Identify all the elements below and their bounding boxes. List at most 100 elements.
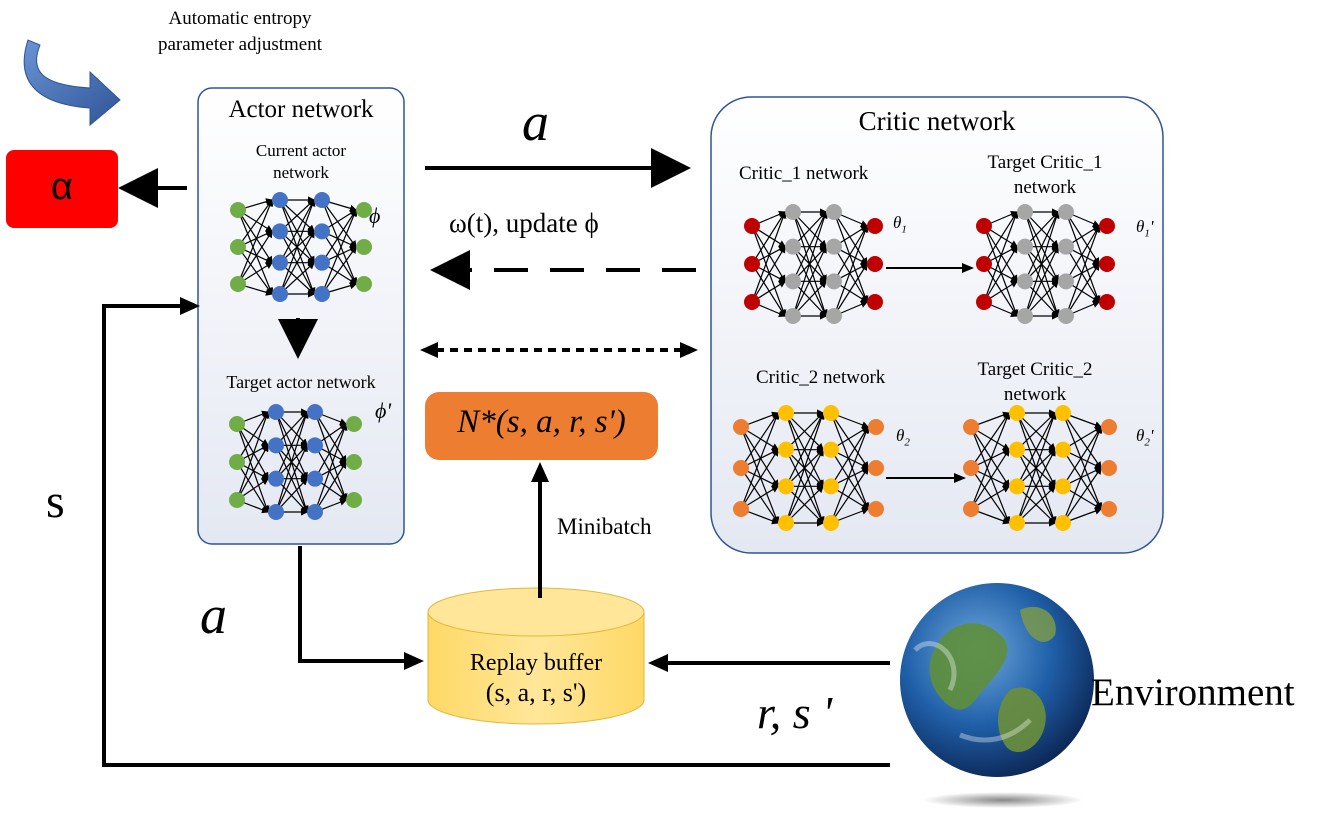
net-node xyxy=(744,294,760,310)
net-connection xyxy=(785,485,824,524)
net-connection xyxy=(792,210,827,282)
minibatch-box xyxy=(425,392,658,460)
net-node xyxy=(1099,218,1115,234)
critic2-label: Critic_2 network xyxy=(756,367,886,388)
entropy-curved-arrow-icon xyxy=(23,39,121,127)
current-actor-label-line2: network xyxy=(273,163,329,182)
net-connection xyxy=(314,422,347,479)
net-node xyxy=(314,254,330,271)
net-node xyxy=(346,492,362,508)
net-connection xyxy=(1065,211,1100,266)
net-node xyxy=(314,192,330,208)
net-connection xyxy=(1016,485,1056,524)
net-node xyxy=(1055,441,1071,458)
net-connection xyxy=(321,199,357,248)
net-node xyxy=(826,204,842,220)
action-to-buffer-line xyxy=(298,546,410,663)
net-connection xyxy=(275,410,308,479)
critic1-param: θ1 xyxy=(893,213,907,235)
net-node xyxy=(744,256,760,272)
net-node xyxy=(230,202,246,218)
target-critic1-param-sub: 1 xyxy=(1144,227,1150,240)
target-critic1-label-line1: Target Critic_1 xyxy=(987,152,1103,173)
net-connection xyxy=(792,210,828,317)
net-node xyxy=(1099,256,1115,272)
net-node xyxy=(826,238,842,255)
critic-title: Critic network xyxy=(858,106,1016,136)
net-connection xyxy=(751,245,786,303)
net-connection xyxy=(1062,467,1102,524)
net-connection xyxy=(751,225,786,283)
net-connection xyxy=(314,411,348,502)
net-node xyxy=(346,454,362,470)
net-node xyxy=(1101,501,1117,517)
environment-label: Environment xyxy=(1091,671,1295,714)
target-critic1-param: θ1' xyxy=(1136,217,1154,239)
net-connection xyxy=(751,210,786,265)
net-node xyxy=(1058,238,1074,255)
net-connection xyxy=(321,208,358,295)
net-node xyxy=(778,441,794,458)
net-node xyxy=(1009,441,1025,458)
target-critic2-param-prime: ' xyxy=(1149,426,1154,445)
net-connection xyxy=(970,426,1011,525)
replay-buffer-cylinder xyxy=(427,587,645,725)
net-connection xyxy=(740,411,780,510)
net-node xyxy=(272,286,288,302)
target-critic1-param-prime: ' xyxy=(1149,217,1154,236)
net-connection xyxy=(236,444,269,501)
net-connection xyxy=(237,230,273,285)
actor-title: Actor network xyxy=(228,96,374,123)
net-connection xyxy=(237,246,273,295)
net-node xyxy=(733,460,749,476)
net-node xyxy=(307,437,323,454)
net-connection xyxy=(1062,449,1102,511)
net-connection xyxy=(785,448,824,524)
net-connection xyxy=(1062,412,1102,469)
critic1-param-sub: 1 xyxy=(901,223,907,236)
net-connection xyxy=(830,412,870,511)
net-node xyxy=(823,515,839,531)
net-connection xyxy=(740,467,779,524)
critic2-param-symbol: θ xyxy=(896,426,905,445)
net-node xyxy=(1017,273,1033,290)
net-node xyxy=(307,470,323,487)
net-connection xyxy=(970,448,1010,510)
target-actor-label: Target actor network xyxy=(226,372,376,392)
net-connection xyxy=(785,411,825,524)
net-connection xyxy=(751,263,786,318)
net-node xyxy=(867,256,883,272)
net-connection xyxy=(314,460,347,513)
reward-label: r, s ' xyxy=(757,687,833,738)
net-node xyxy=(868,501,884,517)
net-node xyxy=(778,478,794,495)
net-node xyxy=(1055,478,1071,495)
net-node xyxy=(272,192,288,208)
net-node xyxy=(229,416,245,432)
target-critic2-label: Target Critic_2 network xyxy=(950,357,1120,407)
net-connection xyxy=(970,467,1010,524)
net-connection xyxy=(236,423,269,480)
net-connection xyxy=(983,225,1019,318)
net-connection xyxy=(1024,210,1059,282)
replay-buffer-label: Replay buffer (s, a, r, s') xyxy=(428,648,644,708)
net-node xyxy=(229,492,245,508)
net-connection xyxy=(236,410,269,463)
net-node xyxy=(230,239,246,255)
net-connection xyxy=(236,461,269,514)
net-node xyxy=(963,501,979,517)
state-loop-line xyxy=(102,304,890,767)
minibatch-box-text: N*(s, a, r, s') xyxy=(457,404,626,440)
net-node xyxy=(268,470,284,487)
net-node xyxy=(778,515,794,531)
net-node xyxy=(868,419,884,435)
critic2-network-icon xyxy=(733,405,884,531)
net-node xyxy=(1055,405,1071,421)
net-connection xyxy=(279,198,316,295)
net-connection xyxy=(970,412,1010,469)
net-connection xyxy=(1024,210,1060,317)
net-connection xyxy=(237,209,273,264)
net-node xyxy=(785,308,801,324)
net-connection xyxy=(740,426,779,488)
